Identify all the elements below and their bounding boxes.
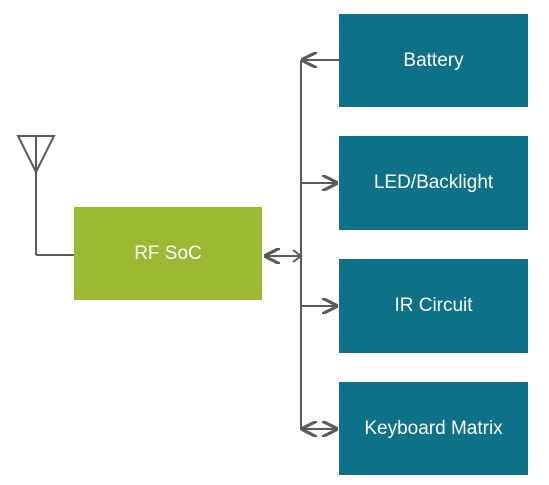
- led-backlight-block: LED/Backlight: [339, 136, 528, 230]
- led-backlight-label: LED/Backlight: [373, 172, 494, 193]
- bus-lines: [264, 60, 339, 430]
- rf-soc-label: RF SoC: [134, 242, 202, 264]
- keyboard-matrix-label: Keyboard Matrix: [364, 417, 503, 439]
- ir-circuit-block: IR Circuit: [339, 259, 528, 353]
- rf-soc-block: RF SoC: [74, 207, 262, 300]
- ir-circuit-label: IR Circuit: [394, 295, 473, 316]
- battery-label: Battery: [403, 49, 464, 71]
- keyboard-matrix-block: Keyboard Matrix: [339, 382, 528, 475]
- battery-block: Battery: [339, 14, 528, 107]
- antenna-icon: [16, 135, 74, 256]
